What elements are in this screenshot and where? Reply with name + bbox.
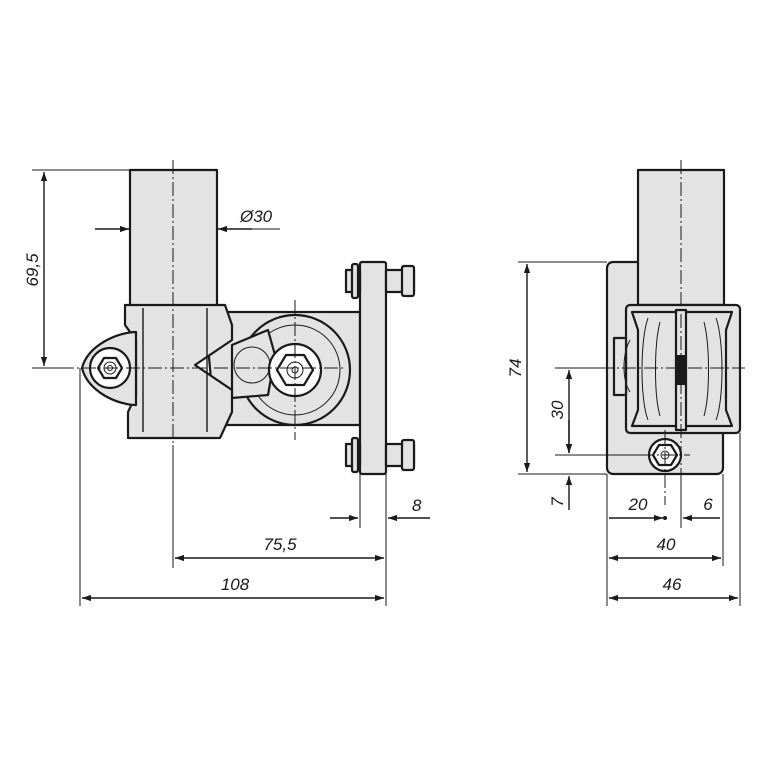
side-dimensions: 74 30 7 20 6 40 46 xyxy=(506,261,741,606)
dim-8: 8 xyxy=(412,496,422,515)
dim-dia30: Ø30 xyxy=(239,207,273,226)
side-view xyxy=(600,160,745,505)
dim-69-5: 69,5 xyxy=(23,253,42,287)
dim-6: 6 xyxy=(703,495,713,514)
dim-74: 74 xyxy=(506,359,525,378)
front-dimensions: 69,5 Ø30 8 75,5 108 xyxy=(23,169,430,606)
dim-30: 30 xyxy=(548,400,567,419)
dim-7: 7 xyxy=(548,497,567,507)
dim-20: 20 xyxy=(628,495,648,514)
dim-108: 108 xyxy=(221,575,250,594)
dim-40: 40 xyxy=(657,535,676,554)
dim-75-5: 75,5 xyxy=(263,535,297,554)
dim-46: 46 xyxy=(663,575,682,594)
front-view xyxy=(60,160,416,476)
mount-plate-front xyxy=(358,260,388,476)
